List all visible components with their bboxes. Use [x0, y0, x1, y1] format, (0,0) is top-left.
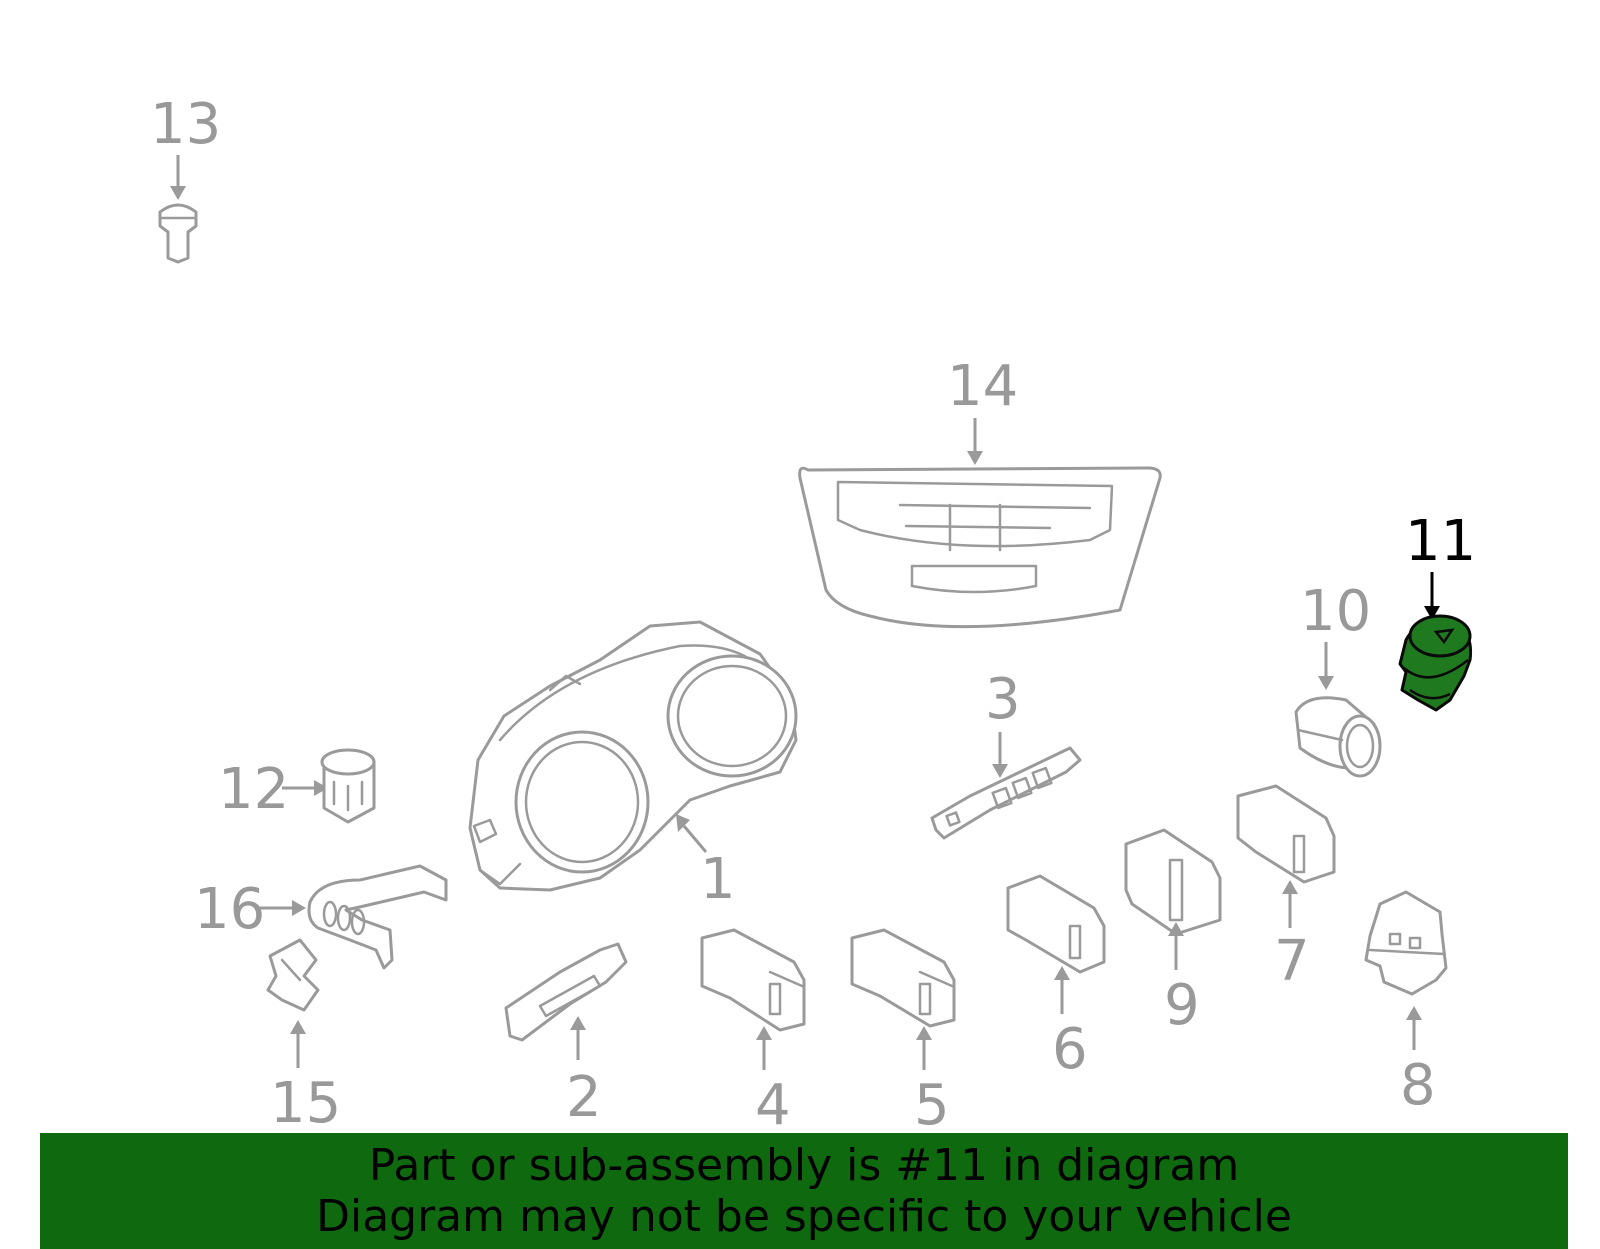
- banner-line-part-number: Part or sub-assembly is #11 in diagram: [368, 1140, 1240, 1191]
- part-7-switch-block: 7: [1236, 784, 1336, 994]
- callout-3: 3: [985, 667, 1021, 732]
- callout-6: 6: [1052, 1017, 1088, 1082]
- callout-15: 15: [270, 1071, 341, 1136]
- callout-14: 14: [947, 354, 1018, 419]
- banner-line-disclaimer: Diagram may not be specific to your vehi…: [316, 1191, 1292, 1242]
- callout-13: 13: [150, 92, 221, 157]
- callout-9: 9: [1164, 973, 1200, 1038]
- part-2-switch: 2: [504, 942, 628, 1130]
- part-12-cylinder-switch: 12: [218, 748, 376, 824]
- callout-16: 16: [194, 877, 265, 942]
- callout-12: 12: [218, 757, 289, 822]
- part-16-hose: 16: [194, 864, 448, 970]
- callout-5: 5: [914, 1073, 950, 1138]
- callout-8: 8: [1400, 1053, 1436, 1118]
- part-10-round-switch: 10: [1294, 579, 1382, 778]
- callout-2: 2: [566, 1065, 602, 1130]
- callout-1: 1: [700, 847, 736, 912]
- part-9-switch-block: 9: [1124, 828, 1222, 1038]
- callout-10: 10: [1300, 579, 1371, 644]
- part-5-switch-block: 5: [850, 928, 956, 1138]
- part-15-bracket: 15: [266, 938, 341, 1136]
- part-3-switch-strip: 3: [930, 667, 1082, 840]
- info-banner: Part or sub-assembly is #11 in diagram D…: [40, 1133, 1568, 1249]
- part-4-switch-block: 4: [700, 928, 806, 1138]
- part-13-clip: 13: [150, 92, 221, 264]
- part-11-knob-highlighted: 11: [1398, 509, 1476, 712]
- part-8-switch-block: 8: [1364, 890, 1448, 1118]
- part-1-instrument-cluster: 1: [468, 620, 798, 912]
- callout-4: 4: [755, 1073, 791, 1138]
- part-6-switch-block: 6: [1006, 874, 1106, 1082]
- callout-11: 11: [1405, 509, 1476, 574]
- callout-7: 7: [1274, 929, 1310, 994]
- part-14-center-panel: 14: [798, 354, 1162, 629]
